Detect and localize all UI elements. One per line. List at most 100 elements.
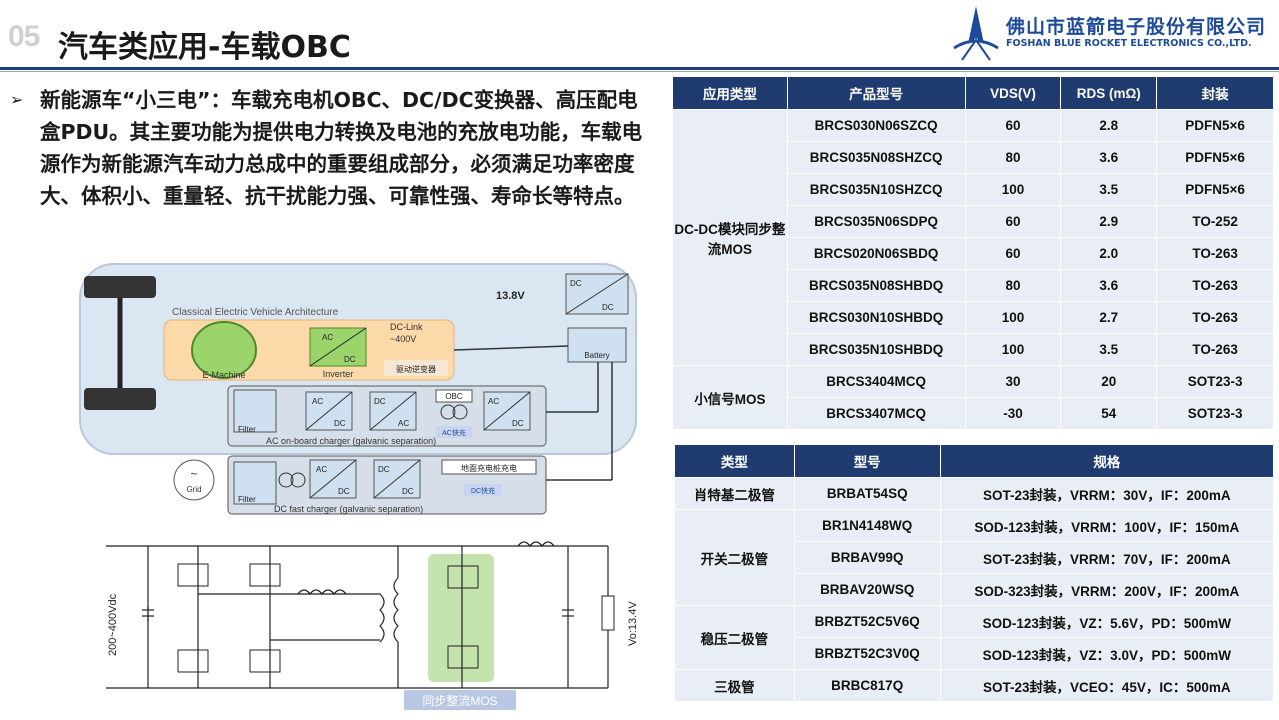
- model-cell: BRBAV99Q: [793, 541, 941, 574]
- table-cell: 54: [1060, 397, 1158, 430]
- battery-block: [567, 327, 627, 363]
- table-cell: 100: [964, 301, 1062, 334]
- model-cell: BRBZT52C3V0Q: [793, 637, 941, 670]
- table-cell: 30: [964, 365, 1062, 398]
- svg-text:~: ~: [190, 467, 197, 481]
- table-cell: 3.6: [1060, 141, 1158, 174]
- ac-tag-text: AC快充: [442, 428, 466, 437]
- table-cell: BRCS035N10SHZCQ: [786, 173, 966, 206]
- table-cell: PDFN5×6: [1156, 141, 1274, 174]
- intro-text: 新能源车“小三电”：车载充电机OBC、DC/DC变换器、高压配电盒PDU。其主要…: [40, 88, 643, 208]
- table-cell: TO-263: [1156, 237, 1274, 270]
- table-cell: BRCS030N06SZCQ: [786, 109, 966, 142]
- header-divider: [0, 67, 1279, 70]
- table-cell: TO-263: [1156, 333, 1274, 366]
- type-group-cell: 三极管: [674, 669, 795, 702]
- obc-dcac-dc: DC: [374, 397, 386, 406]
- spec-cell: SOT-23封装，VCEO：45V，IC：500mA: [939, 669, 1275, 702]
- dc-charger-label: DC fast charger (galvanic separation): [274, 504, 423, 514]
- mos-header-cell: 封装: [1156, 76, 1274, 110]
- bullet-arrow-icon: ➢: [10, 90, 24, 109]
- spec-cell: SOD-123封装，VZ：5.6V，PD：500mW: [939, 605, 1275, 638]
- model-cell: BR1N4148WQ: [793, 509, 941, 542]
- emachine-label: E-Machine: [202, 370, 245, 380]
- table-cell: TO-263: [1156, 301, 1274, 334]
- ac-tag: [436, 426, 472, 438]
- dclink-voltage: ~400V: [390, 334, 416, 344]
- vin-label: 200~400Vdc: [107, 593, 119, 656]
- table-cell: PDFN5×6: [1156, 109, 1274, 142]
- dc-filter-block: [233, 461, 277, 505]
- table-cell: -30: [964, 397, 1062, 430]
- table-cell: BRCS035N08SHZCQ: [786, 141, 966, 174]
- table-cell: TO-263: [1156, 269, 1274, 302]
- diode-header-cell: 型号: [793, 444, 941, 478]
- wheel-bottom-icon: [84, 388, 156, 410]
- sync-mos-tag: [404, 690, 516, 710]
- type-group-cell: 开关二极管: [674, 509, 795, 606]
- dc-transformer-icon: [278, 472, 294, 488]
- table-cell: 60: [964, 205, 1062, 238]
- drive-inverter-text: 驱动逆变器: [396, 364, 436, 374]
- type-group-cell: 稳压二极管: [674, 605, 795, 670]
- table-cell: 2.9: [1060, 205, 1158, 238]
- table-cell: SOT23-3: [1156, 365, 1274, 398]
- sync-mos-label: 同步整流MOS: [422, 693, 497, 708]
- obc-circuit-schematic: 200~400Vdc Vo:13.4V 同步整流MOS: [106, 541, 639, 710]
- type-group-cell: 肖特基二极管: [674, 477, 795, 510]
- table-cell: 2.8: [1060, 109, 1158, 142]
- dc-acdc-ac: AC: [316, 465, 327, 474]
- obc-acdc2-dc: DC: [512, 419, 524, 428]
- spec-cell: SOT-23封装，VRRM：30V，IF：200mA: [939, 477, 1275, 510]
- obc-filter-label: Filter: [238, 425, 256, 434]
- model-cell: BRBC817Q: [793, 669, 941, 702]
- ground-charger-tag: [441, 459, 537, 475]
- dc-dcdc-in: DC: [378, 465, 390, 474]
- dcdc-out: DC: [602, 303, 614, 312]
- diode-table-header: 类型型号规格: [674, 444, 1275, 478]
- intro-bullet: ➢ 新能源车“小三电”：车载充电机OBC、DC/DC变换器、高压配电盒PDU。其…: [10, 84, 650, 212]
- spec-cell: SOT-23封装，VRRM：70V，IF：200mA: [939, 541, 1275, 574]
- application-group-cell: DC-DC模块同步整流MOS: [672, 109, 788, 366]
- application-group-cell: 小信号MOS: [672, 365, 788, 430]
- arch-title: Classical Electric Vehicle Architecture: [172, 307, 339, 318]
- model-cell: BRBAV20WSQ: [793, 573, 941, 606]
- dclink-label: DC-Link: [390, 322, 423, 332]
- company-name-cn: 佛山市蓝箭电子股份有限公司: [1006, 16, 1267, 38]
- dc-tag-text: DC快充: [471, 486, 495, 495]
- table-cell: SOT23-3: [1156, 397, 1274, 430]
- grid-label: Grid: [186, 485, 201, 494]
- table-cell: PDFN5×6: [1156, 173, 1274, 206]
- wheel-top-icon: [84, 276, 156, 298]
- obc-acdc-ac: AC: [312, 397, 323, 406]
- dcdc-in: DC: [570, 279, 582, 288]
- mos-header-cell: 应用类型: [672, 76, 788, 110]
- diode-header-cell: 类型: [674, 444, 795, 478]
- table-cell: 3.5: [1060, 173, 1158, 206]
- inverter-label: Inverter: [323, 369, 354, 379]
- rocket-logo-icon: [953, 6, 999, 61]
- table-cell: 100: [964, 333, 1062, 366]
- v138-label: 13.8V: [496, 290, 525, 302]
- dc-acdc-dc: DC: [338, 487, 350, 496]
- dc-dcdc-out: DC: [402, 487, 414, 496]
- model-cell: BRBZT52C5V6Q: [793, 605, 941, 638]
- grid-icon: [173, 459, 215, 501]
- table-cell: BRCS035N10SHBDQ: [786, 333, 966, 366]
- emachine-icon: [191, 321, 257, 379]
- mosfet-icons: [177, 563, 479, 673]
- mos-header-cell: 产品型号: [786, 76, 966, 110]
- vout-label: Vo:13.4V: [627, 601, 639, 646]
- dc-filter-label: Filter: [238, 495, 256, 504]
- table-cell: BRCS030N10SHBDQ: [786, 301, 966, 334]
